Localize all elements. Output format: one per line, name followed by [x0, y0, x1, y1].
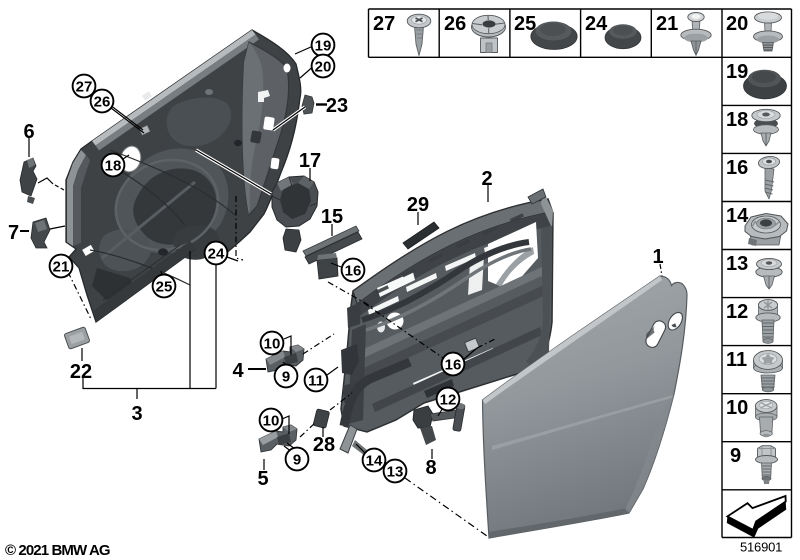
svg-text:12: 12 [440, 392, 457, 409]
svg-text:21: 21 [53, 259, 70, 276]
svg-text:28: 28 [313, 434, 335, 456]
svg-text:11: 11 [726, 349, 747, 371]
svg-text:29: 29 [407, 194, 429, 216]
svg-text:16: 16 [445, 357, 462, 374]
svg-text:20: 20 [315, 59, 332, 76]
svg-text:10: 10 [263, 413, 280, 430]
svg-text:24: 24 [208, 246, 225, 263]
svg-text:26: 26 [444, 13, 466, 35]
svg-text:22: 22 [70, 361, 92, 383]
svg-text:13: 13 [726, 253, 748, 275]
svg-text:2: 2 [481, 168, 492, 190]
svg-text:4: 4 [232, 360, 244, 382]
svg-text:18: 18 [105, 158, 122, 175]
svg-text:14: 14 [726, 205, 749, 227]
svg-text:11: 11 [308, 373, 324, 390]
svg-text:3: 3 [131, 403, 142, 425]
svg-text:27: 27 [373, 13, 395, 35]
svg-text:20: 20 [726, 13, 748, 35]
svg-text:24: 24 [585, 13, 608, 35]
svg-text:25: 25 [156, 279, 173, 296]
svg-text:19: 19 [315, 38, 332, 55]
svg-text:12: 12 [726, 301, 748, 323]
svg-text:19: 19 [726, 61, 748, 83]
svg-text:26: 26 [94, 94, 111, 111]
svg-text:9: 9 [293, 452, 301, 469]
svg-text:23: 23 [326, 95, 348, 117]
svg-text:16: 16 [345, 263, 362, 280]
svg-text:21: 21 [656, 13, 678, 35]
svg-text:10: 10 [726, 397, 748, 419]
svg-text:15: 15 [321, 206, 343, 228]
svg-text:7: 7 [8, 222, 19, 244]
svg-text:9: 9 [730, 445, 741, 467]
svg-text:13: 13 [387, 464, 404, 481]
svg-text:516901: 516901 [740, 540, 782, 555]
svg-text:9: 9 [282, 369, 290, 386]
svg-text:© 2021 BMW AG: © 2021 BMW AG [5, 542, 110, 559]
svg-text:18: 18 [726, 109, 748, 131]
svg-text:10: 10 [264, 336, 281, 353]
svg-text:6: 6 [23, 121, 34, 143]
svg-text:25: 25 [514, 13, 536, 35]
svg-text:14: 14 [366, 453, 383, 470]
svg-text:27: 27 [76, 79, 93, 96]
svg-text:5: 5 [257, 468, 268, 490]
svg-text:17: 17 [299, 150, 321, 172]
svg-text:16: 16 [726, 157, 748, 179]
svg-text:1: 1 [652, 246, 663, 268]
svg-text:8: 8 [425, 457, 436, 479]
